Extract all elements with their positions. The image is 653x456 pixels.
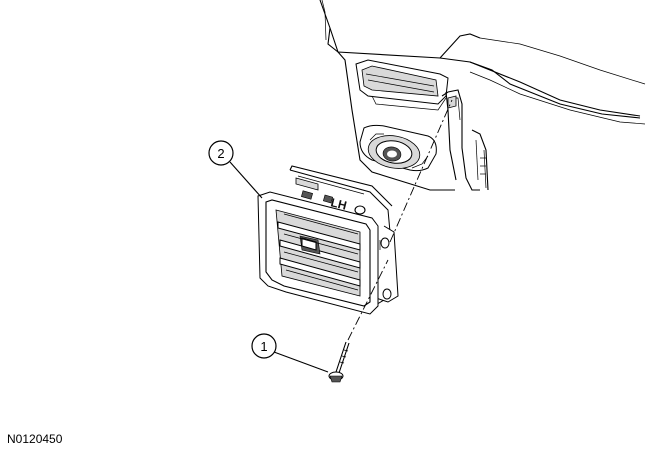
- figure-code: N0120450: [7, 432, 63, 446]
- instrument-panel: [319, 0, 646, 191]
- callout-2-number: 2: [217, 146, 224, 161]
- callout-1-number: 1: [260, 339, 267, 354]
- air-register-vent: LH: [257, 165, 399, 315]
- callout-1: 1: [251, 333, 277, 359]
- screw: [328, 341, 350, 383]
- screw-alignment-line: [347, 259, 389, 341]
- callout-2: 2: [208, 140, 234, 166]
- control-knob: [359, 124, 437, 172]
- callout-2-leader: [229, 161, 263, 199]
- vent-alignment-line: [389, 99, 453, 243]
- callout-1-leader: [273, 351, 329, 373]
